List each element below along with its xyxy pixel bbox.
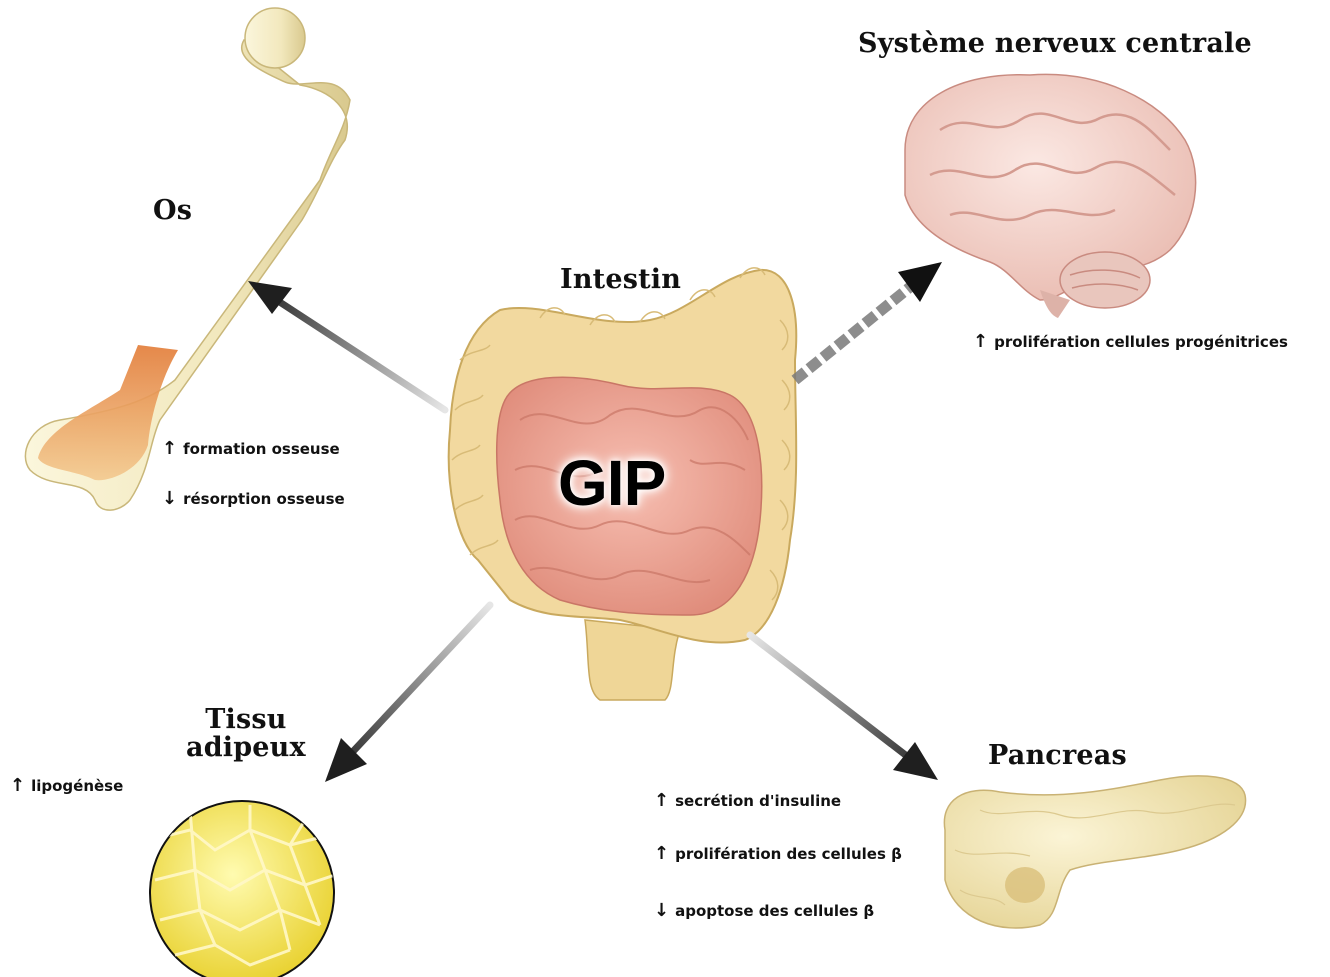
bone-effect-resorption: ↓ résorption osseuse bbox=[162, 490, 345, 508]
gip-label: GIP bbox=[558, 446, 665, 520]
bone-effect-formation: ↑ formation osseuse bbox=[162, 440, 340, 458]
femur-illustration bbox=[25, 8, 350, 510]
adipose-tissue-illustration bbox=[150, 801, 335, 977]
down-arrow-icon: ↓ bbox=[162, 490, 177, 508]
up-arrow-icon: ↑ bbox=[654, 845, 669, 863]
up-arrow-icon: ↑ bbox=[973, 333, 988, 351]
effect-label: secrétion d'insuline bbox=[675, 792, 841, 810]
pancreas-title: Pancreas bbox=[988, 742, 1127, 770]
effect-label: prolifération des cellules β bbox=[675, 845, 902, 863]
arrow-to-bone bbox=[248, 281, 445, 410]
pancreas-effect-insulin: ↑ secrétion d'insuline bbox=[654, 792, 841, 810]
brain-effect-proliferation: ↑ prolifération cellules progénitrices bbox=[973, 333, 1288, 351]
up-arrow-icon: ↑ bbox=[10, 777, 25, 795]
adipose-title-line1: Tissu bbox=[186, 706, 306, 734]
adipose-title: Tissu adipeux bbox=[186, 706, 306, 763]
adipose-title-line2: adipeux bbox=[186, 734, 306, 762]
pancreas-effect-proliferation: ↑ prolifération des cellules β bbox=[654, 845, 902, 863]
intestine-title: Intestin bbox=[560, 266, 681, 294]
up-arrow-icon: ↑ bbox=[162, 440, 177, 458]
arrow-to-brain-dashed bbox=[795, 262, 942, 380]
brain-illustration bbox=[905, 74, 1196, 318]
effect-label: résorption osseuse bbox=[183, 490, 345, 508]
pancreas-effect-apoptosis: ↓ apoptose des cellules β bbox=[654, 902, 874, 920]
arrow-to-pancreas bbox=[750, 635, 938, 780]
effect-label: formation osseuse bbox=[183, 440, 340, 458]
arrow-to-adipose bbox=[325, 605, 490, 782]
up-arrow-icon: ↑ bbox=[654, 792, 669, 810]
effect-label: lipogénèse bbox=[31, 777, 123, 795]
effect-label: apoptose des cellules β bbox=[675, 902, 874, 920]
effect-label: prolifération cellules progénitrices bbox=[994, 333, 1288, 351]
bone-title: Os bbox=[153, 197, 192, 225]
down-arrow-icon: ↓ bbox=[654, 902, 669, 920]
adipose-effect-lipogenesis: ↑ lipogénèse bbox=[10, 777, 123, 795]
brain-title: Système nerveux centrale bbox=[858, 30, 1252, 58]
pancreas-illustration bbox=[944, 776, 1245, 928]
